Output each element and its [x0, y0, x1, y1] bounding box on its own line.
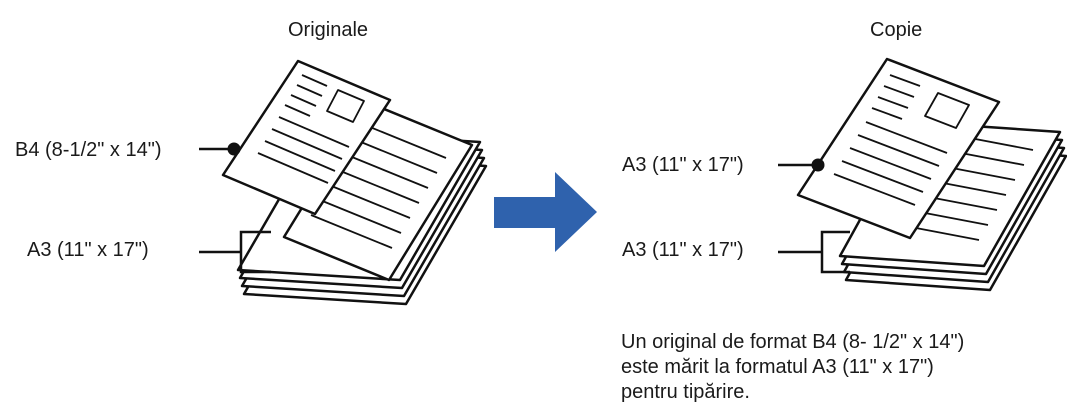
arrow-right-icon [494, 172, 597, 252]
original-b4-sheet [221, 59, 392, 216]
copy-a3-sheet [796, 57, 1001, 240]
original-a3-stack [236, 100, 488, 306]
note-line-2: este mărit la formatul A3 (11" x 17") [621, 356, 934, 378]
copy-bracket-a3 [778, 230, 850, 274]
copy-label-a3-top: A3 (11" x 17") [622, 154, 744, 176]
copy-label-a3-bottom: A3 (11" x 17") [622, 239, 744, 261]
note-line-3: pentru tipărire. [621, 381, 750, 403]
copy-title: Copie [870, 19, 923, 41]
original-label-b4: B4 (8-1/2" x 14") [15, 139, 162, 161]
original-title: Originale [288, 19, 369, 41]
copy-leader-a3-top [778, 158, 825, 172]
original-bracket-a3 [199, 230, 271, 274]
note-line-1: Un original de format B4 (8- 1/2" x 14") [621, 331, 965, 353]
original-leader-b4 [199, 142, 241, 156]
original-label-a3: A3 (11" x 17") [27, 239, 149, 261]
explanation-note: Un original de format B4 (8- 1/2" x 14")… [621, 330, 964, 405]
